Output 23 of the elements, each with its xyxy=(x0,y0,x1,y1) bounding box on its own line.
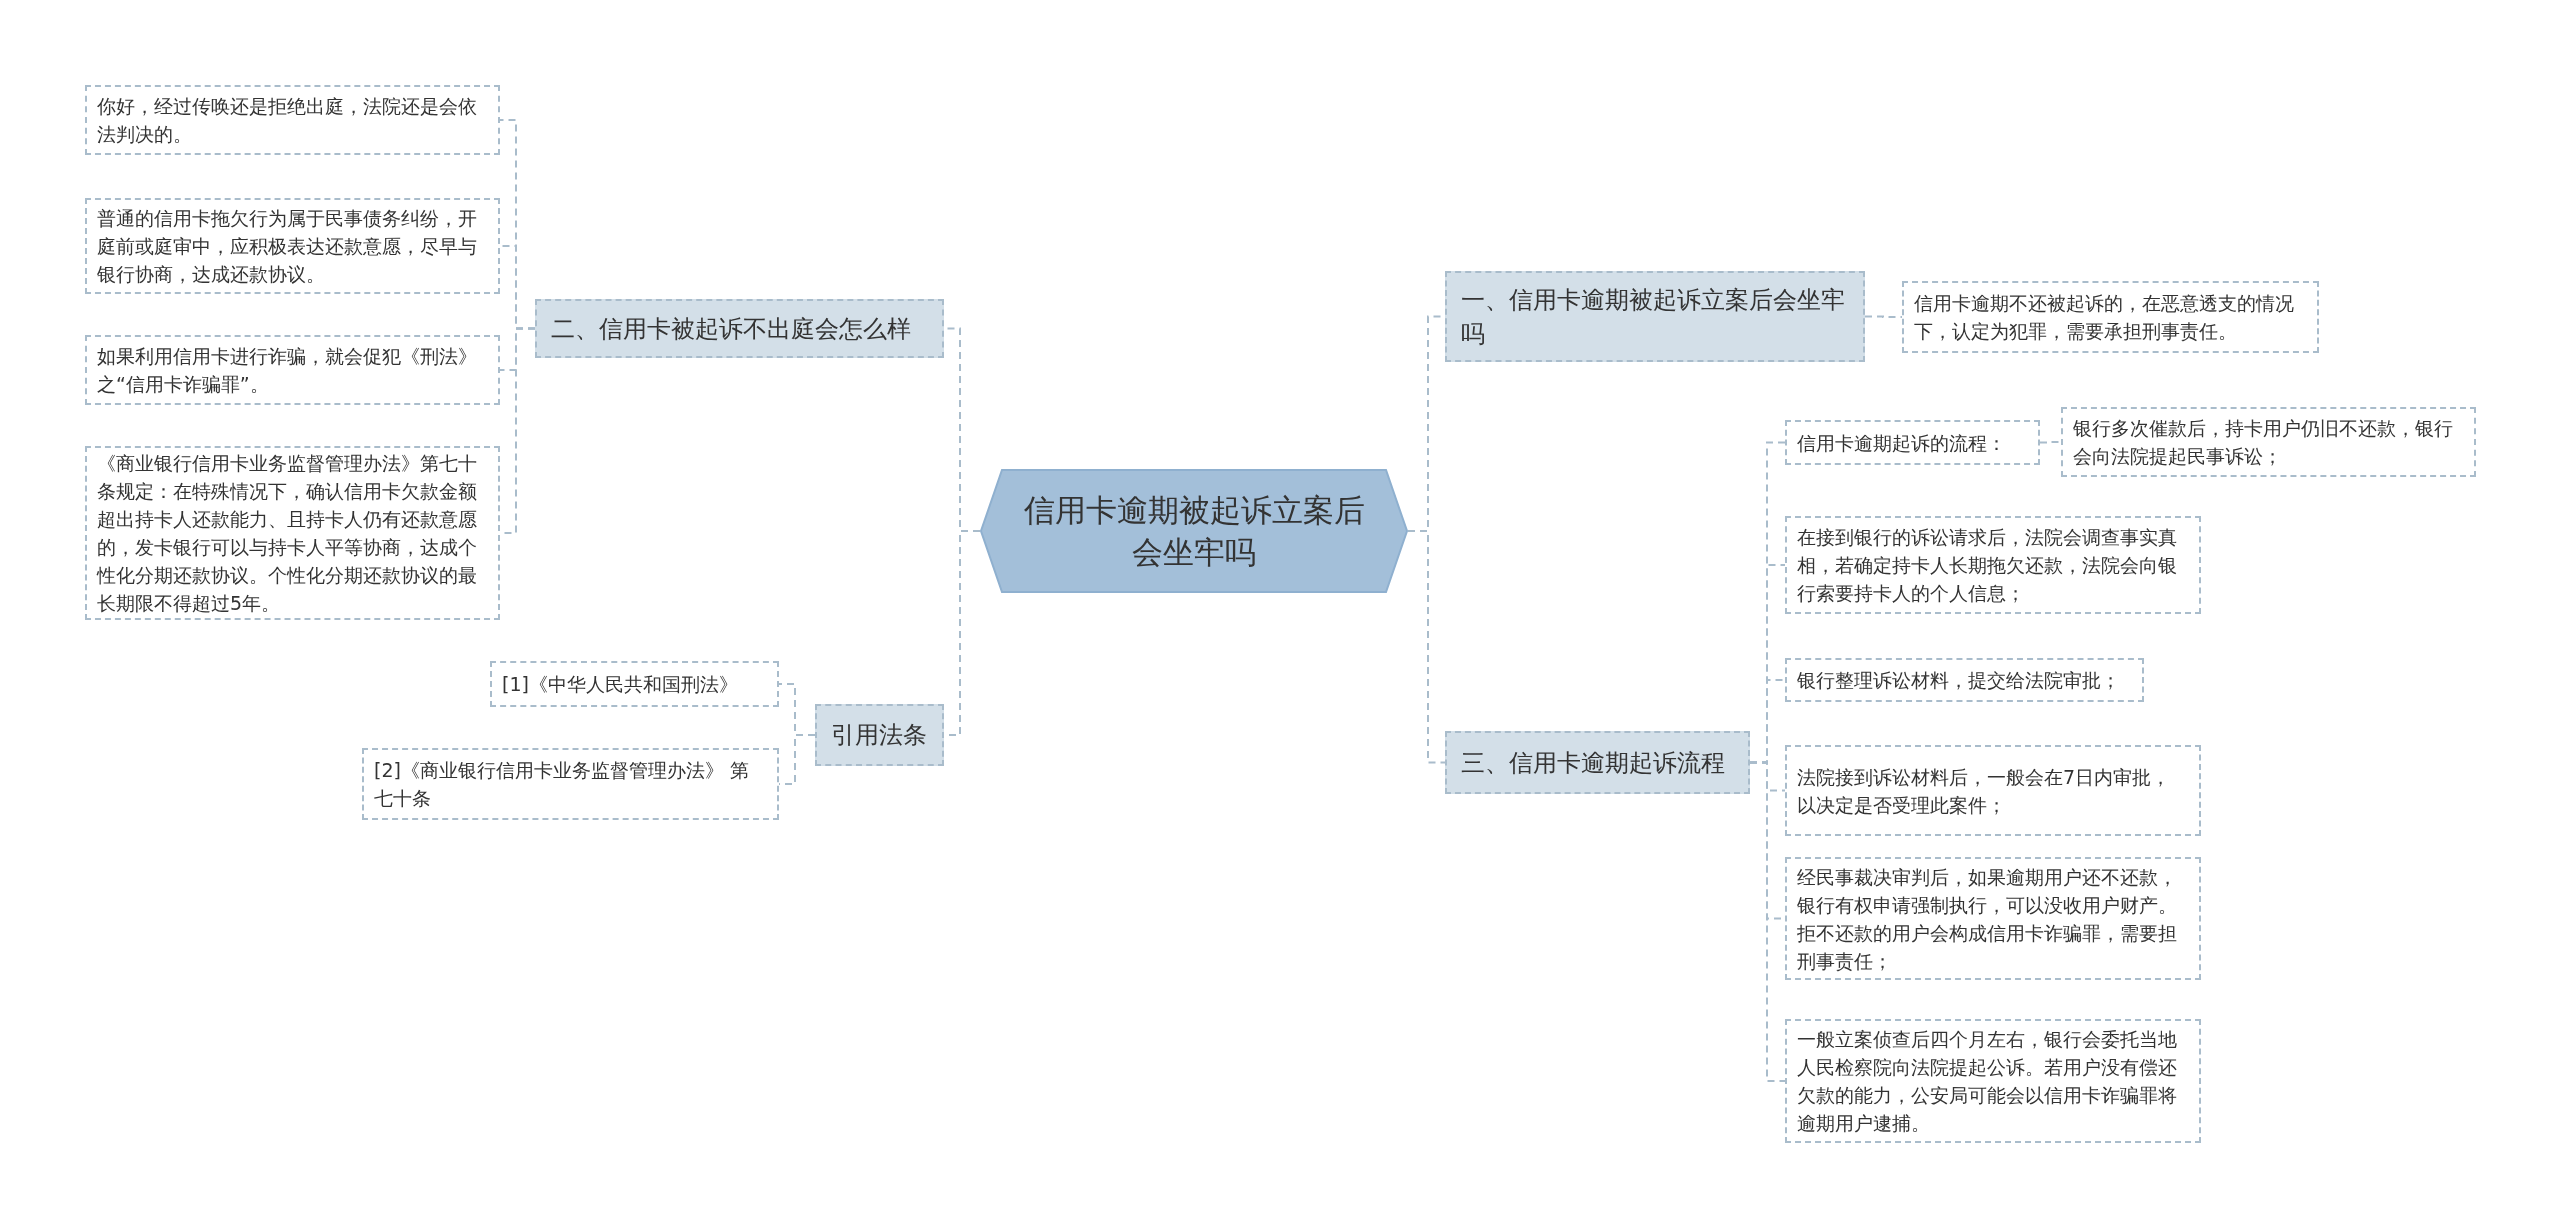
connector-line xyxy=(2039,441,2062,444)
note-box: 你好，经过传唤还是拒绝出庭，法院还是会依法判决的。 xyxy=(85,85,500,155)
topic-box: 二、信用卡被起诉不出庭会怎么样 xyxy=(535,299,944,358)
note-box: 法院接到诉讼材料后，一般会在7日内审批，以决定是否受理此案件； xyxy=(1785,745,2201,836)
connector-line xyxy=(1407,530,1446,764)
central-topic-hexagon: 信用卡逾期被起诉立案后会坐牢吗 xyxy=(980,469,1408,593)
note-box: [1]《中华人民共和国刑法》 xyxy=(490,661,779,707)
connector-line xyxy=(1749,761,1786,1082)
note-box: 一般立案侦查后四个月左右，银行会委托当地人民检察院向法院提起公诉。若用户没有偿还欠款的能力，公安局可能会以信用卡诈骗罪将逾期用户逮捕。 xyxy=(1785,1019,2201,1143)
connector-line xyxy=(1864,315,1903,318)
topic-box: 引用法条 xyxy=(815,704,944,766)
note-box: 信用卡逾期不还被起诉的，在恶意透支的情况下，认定为犯罪，需要承担刑事责任。 xyxy=(1902,281,2319,353)
note-box: 如果利用信用卡进行诈骗，就会促犯《刑法》之“信用卡诈骗罪”。 xyxy=(85,335,500,405)
note-box: 银行整理诉讼材料，提交给法院审批； xyxy=(1785,658,2144,702)
note-box: 经民事裁决审判后，如果逾期用户还不还款，银行有权申请强制执行，可以没收用户财产。拒不还款的用户会构成信用卡诈骗罪，需要担刑事责任； xyxy=(1785,857,2201,980)
note-box: 银行多次催款后，持卡用户仍旧不还款，银行会向法院提起民事诉讼； xyxy=(2061,407,2476,477)
note-box: 《商业银行信用卡业务监督管理办法》第七十条规定：在特殊情况下，确认信用卡欠款金额超出持卡人还款能力、且持卡人仍有还款意愿的，发卡银行可以与持卡人平等协商，达成个性化分期还款协议。个性化分期还款协议的最长期限不得超过5年。 xyxy=(85,446,500,620)
topic-box: 三、信用卡逾期起诉流程 xyxy=(1445,731,1750,794)
note-box: 在接到银行的诉讼请求后，法院会调查事实真相，若确定持卡人长期拖欠还款，法院会向银行索要持卡人的个人信息； xyxy=(1785,516,2201,614)
note-box: [2]《商业银行信用卡业务监督管理办法》 第七十条 xyxy=(362,748,779,820)
note-box: 信用卡逾期起诉的流程： xyxy=(1785,420,2040,465)
note-box: 普通的信用卡拖欠行为属于民事债务纠纷，开庭前或庭审中，应积极表达还款意愿，尽早与银行协商，达成还款协议。 xyxy=(85,198,500,294)
topic-box: 一、信用卡逾期被起诉立案后会坐牢吗 xyxy=(1445,271,1865,362)
